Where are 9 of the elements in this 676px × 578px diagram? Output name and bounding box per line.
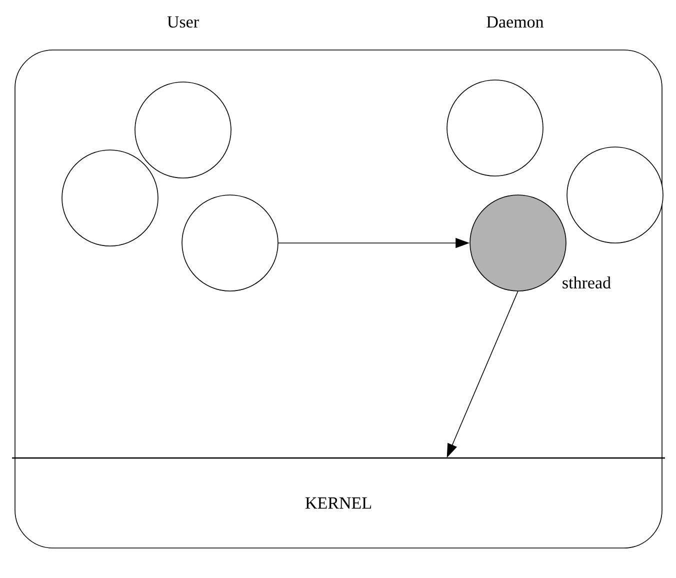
kernel-band: KERNEL bbox=[12, 457, 665, 509]
column-heading: User bbox=[167, 16, 199, 28]
circle bbox=[446, 80, 544, 176]
circle bbox=[566, 146, 664, 244]
circle-caption: sthread bbox=[562, 276, 611, 288]
circle bbox=[134, 82, 232, 178]
circle bbox=[182, 194, 278, 292]
circle bbox=[62, 150, 158, 246]
column-heading: Daemon bbox=[486, 16, 544, 28]
